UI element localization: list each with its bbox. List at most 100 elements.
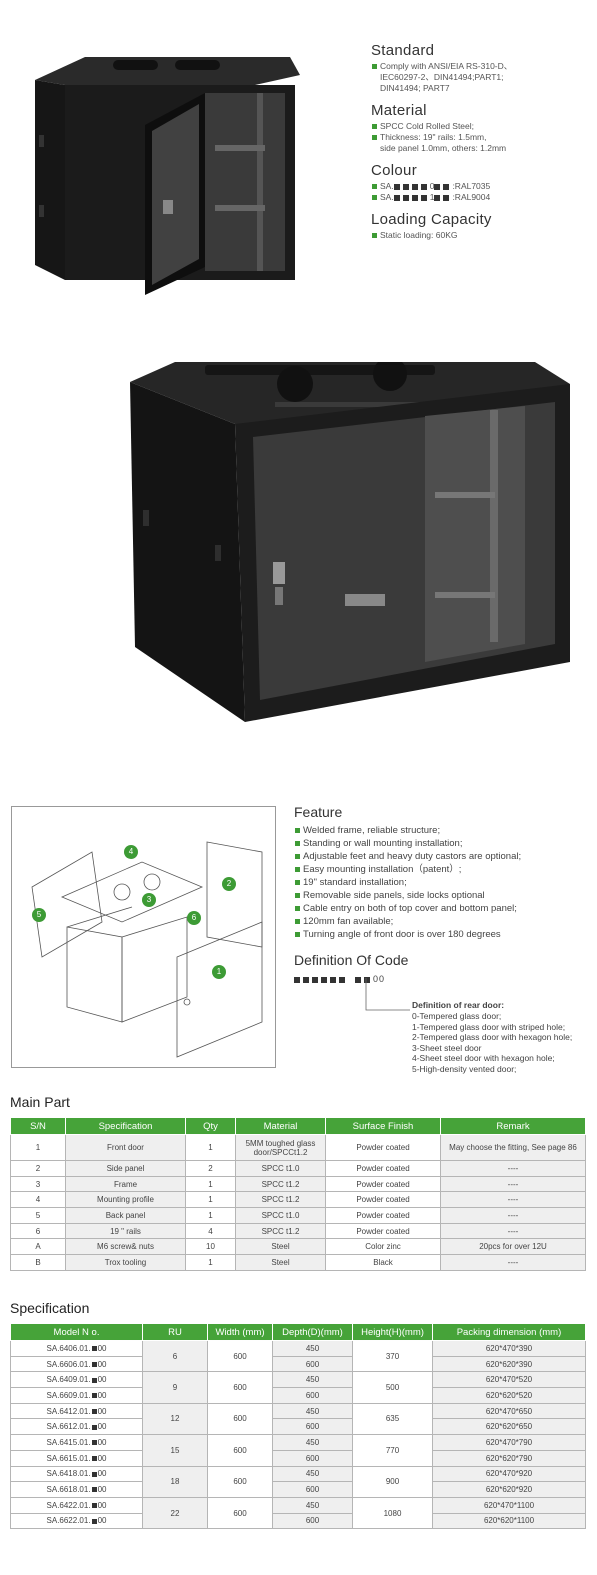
part-badge-2: 2: [222, 877, 236, 891]
depth-cell: 450: [272, 1434, 353, 1451]
part-badge-6: 6: [187, 911, 201, 925]
code-square-icon: [294, 976, 300, 983]
rear-title: Definition of rear door:: [412, 1000, 505, 1010]
model-prefix: SA.6622.01.: [46, 1516, 91, 1526]
cell: Steel: [235, 1254, 326, 1271]
width-cell: 600: [207, 1496, 273, 1530]
model-prefix: SA.6418.01.: [46, 1469, 91, 1479]
main-part-title: Main Part: [10, 1094, 70, 1110]
material-line: Thickness: 19" rails: 1.5mm,: [371, 132, 591, 143]
feature-item: 19" standard installation;: [294, 876, 594, 889]
spec-summary: Standard Comply with ANSI/EIA RS-310-D、 …: [371, 42, 591, 249]
code-square-icon: [91, 1440, 97, 1446]
depth-cell: 600: [272, 1418, 353, 1436]
model-cell: SA.6412.01.00: [10, 1402, 143, 1420]
cell: Powder coated: [325, 1222, 441, 1240]
model-prefix: SA.6409.01.: [46, 1375, 91, 1385]
width-cell: 600: [207, 1402, 273, 1436]
col-header: Surface Finish: [325, 1117, 441, 1135]
code-square-icon: [411, 194, 418, 201]
code-square-icon: [303, 976, 309, 983]
code-suffix: 00: [373, 974, 386, 984]
code-square-icon: [355, 976, 362, 983]
table-row: 2 Side panel 2 SPCC t1.0 Powder coated -…: [10, 1160, 586, 1177]
model-cell: SA.6612.01.00: [10, 1418, 143, 1436]
part-badge-5: 5: [32, 908, 46, 922]
colour-heading: Colour: [371, 162, 417, 179]
packing-cell: 620*470*790: [432, 1434, 586, 1451]
col-header: Height(H)(mm): [352, 1323, 433, 1341]
height-cell: 635: [352, 1402, 433, 1436]
col-header: Specification: [65, 1117, 186, 1135]
feature-item: Standing or wall mounting installation;: [294, 837, 594, 850]
cell: A: [10, 1238, 66, 1256]
exploded-diagram: 1 2 3 4 5 6: [11, 806, 276, 1068]
cell: 1: [185, 1254, 236, 1271]
code-square-icon: [402, 194, 409, 201]
definition-heading: Definition Of Code: [294, 952, 409, 968]
col-header: Depth(D)(mm): [272, 1323, 353, 1341]
cell: May choose the fitting, See page 86: [440, 1134, 586, 1161]
cell: Side panel: [65, 1160, 186, 1177]
cell: ----: [440, 1191, 586, 1209]
cell: ----: [440, 1254, 586, 1271]
cell: SPCC t1.2: [235, 1191, 326, 1209]
packing-cell: 620*470*1100: [432, 1496, 586, 1514]
feature-item: Removable side panels, side locks option…: [294, 889, 594, 902]
model-prefix: SA.6609.01.: [46, 1390, 91, 1400]
col-header: RU: [142, 1323, 208, 1341]
model-cell: SA.6422.01.00: [10, 1496, 143, 1514]
depth-cell: 600: [272, 1387, 353, 1404]
feature-item: Adjustable feet and heavy duty castors a…: [294, 850, 594, 863]
ru-cell: 18: [142, 1465, 208, 1498]
ru-cell: 12: [142, 1402, 208, 1436]
colour-digit: 1: [429, 192, 435, 202]
rear-line: 5-High-density vented door;: [412, 1063, 517, 1074]
cell: SPCC t1.2: [235, 1175, 326, 1193]
width-cell: 600: [207, 1339, 273, 1373]
packing-cell: 620*470*520: [432, 1371, 586, 1389]
model-prefix: SA.6612.01.: [46, 1422, 91, 1432]
model-suffix: 00: [97, 1359, 107, 1369]
rear-door-definition: Definition of rear door: 0-Tempered glas…: [412, 1000, 597, 1074]
cell: 1: [10, 1134, 66, 1161]
code-square-icon: [364, 976, 371, 983]
code-square-icon: [402, 183, 409, 190]
feature-item: Cable entry on both of top cover and bot…: [294, 902, 594, 915]
exploded-view-drawing: [31, 841, 263, 1058]
cell: M6 screw& nuts: [65, 1238, 186, 1256]
code-square-icon: [312, 976, 318, 983]
width-cell: 600: [207, 1371, 273, 1404]
cell: Powder coated: [325, 1175, 441, 1193]
main-part-table: S/N Specification Qty Material Surface F…: [10, 1117, 586, 1271]
code-square-icon: [91, 1377, 97, 1383]
packing-cell: 620*620*520: [432, 1387, 586, 1404]
feature-item: Welded frame, reliable structure;: [294, 824, 594, 837]
cell: Powder coated: [325, 1134, 441, 1161]
cell: ----: [440, 1160, 586, 1177]
specification-table: Model N o. RU Width (mm) Depth(D)(mm) He…: [10, 1323, 586, 1530]
code-square-icon: [91, 1393, 97, 1399]
cell: Color zinc: [325, 1238, 441, 1256]
part-badge-3: 3: [142, 893, 156, 907]
rear-line: 3-Sheet steel door: [412, 1042, 482, 1053]
model-suffix: 00: [97, 1469, 107, 1479]
code-pointer-line: [365, 978, 410, 1011]
definition-of-code: Definition Of Code 00: [294, 952, 594, 988]
cell: Front door: [65, 1134, 186, 1161]
col-header: Model N o.: [10, 1323, 143, 1341]
col-header: Qty: [185, 1117, 236, 1135]
code-square-icon: [420, 183, 427, 190]
feature-item: Turning angle of front door is over 180 …: [294, 928, 594, 941]
cell: ----: [440, 1207, 586, 1224]
height-cell: 900: [352, 1465, 433, 1498]
table-row: B Trox tooling 1 Steel Black ----: [10, 1254, 586, 1271]
cell: 1: [185, 1191, 236, 1209]
cabinet-open-door-image: [35, 57, 300, 295]
